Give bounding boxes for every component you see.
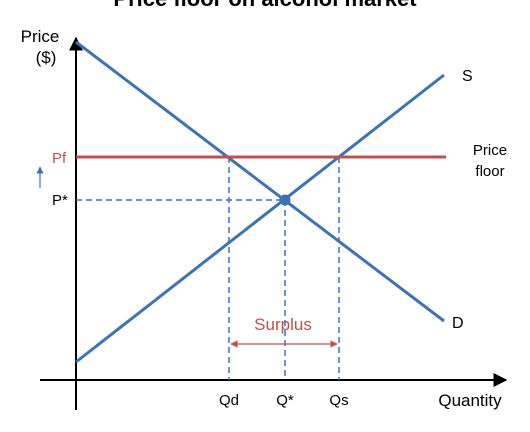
x-axis-label: Quantity	[438, 391, 502, 410]
qs-tick-label: Qs	[329, 392, 348, 409]
price-floor-label-line2: floor	[475, 163, 504, 180]
demand-label: D	[452, 315, 464, 332]
equilibrium-point	[279, 194, 291, 206]
q-star-tick-label: Q*	[276, 392, 294, 409]
supply-label: S	[462, 68, 473, 85]
surplus-label: Surplus	[254, 315, 312, 334]
equilibrium-price-label: P*	[52, 192, 68, 209]
demand-curve	[75, 40, 445, 323]
price-floor-label-line1: Price	[473, 142, 507, 159]
price-floor-marker: Pf	[52, 150, 67, 167]
qd-tick-label: Qd	[219, 392, 239, 409]
y-axis-label-unit: ($)	[36, 48, 57, 67]
chart-title: Price floor on alcohol market	[0, 0, 530, 12]
y-axis-label-price: Price	[21, 27, 60, 46]
supply-curve	[75, 73, 445, 364]
